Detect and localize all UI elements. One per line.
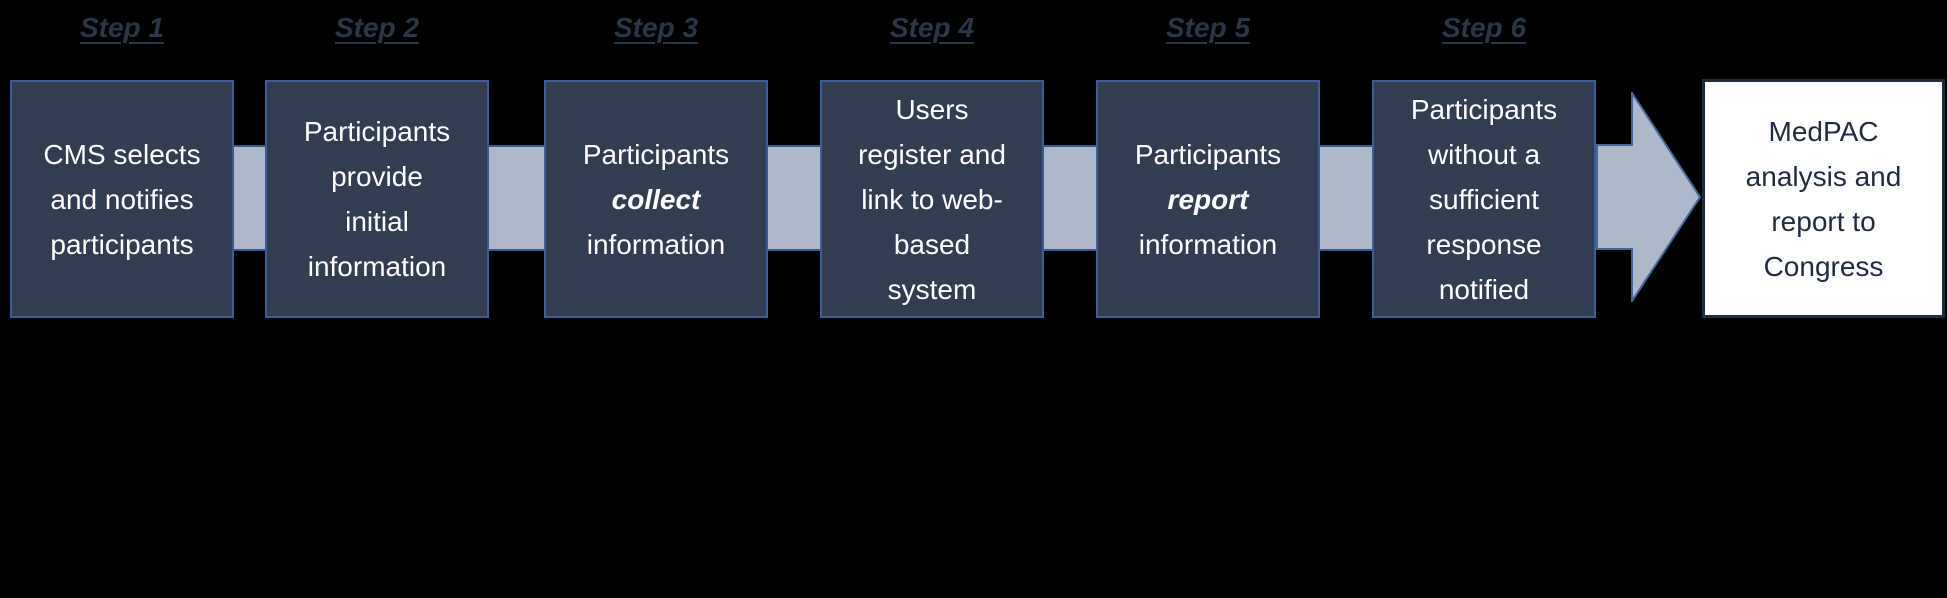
- connector-bar-4: [1042, 145, 1098, 251]
- step-box-text-line: Participants: [1098, 132, 1318, 177]
- step-label-4: Step 4: [889, 12, 975, 43]
- step-box-text-line: register and: [822, 132, 1042, 177]
- step-box-text-segment: provide: [331, 161, 423, 192]
- step-box-text-segment: Participants: [1134, 138, 1282, 170]
- step-label-6: Step 6: [1441, 12, 1527, 43]
- connector-bar-2: [487, 145, 546, 251]
- step-box-text-segment: information: [586, 228, 726, 260]
- step-box-text-line: collect: [546, 177, 766, 222]
- step-box-text-line: Participants: [1374, 87, 1594, 132]
- step-box-text-line: information: [546, 222, 766, 267]
- step-box-text-line: information: [267, 244, 487, 289]
- step-box-text-segment: notified: [1438, 273, 1530, 305]
- step-box-text-line: CMS selects: [12, 132, 232, 177]
- step-box-text-segment: report: [1167, 183, 1249, 215]
- step-box-text-segment: information: [307, 251, 447, 282]
- step-box-text-line: provide: [267, 154, 487, 199]
- step-box-text-segment: collect: [611, 183, 701, 215]
- step-box-text-segment: link to web-: [861, 183, 1003, 215]
- step-box-text-segment: initial: [345, 206, 409, 237]
- right-arrow-icon: [1596, 92, 1702, 302]
- step-box-text-line: Participants: [267, 109, 487, 154]
- step-box-text-line: and notifies: [12, 177, 232, 222]
- step-box-text-segment: participants: [50, 228, 194, 260]
- step-box-text-line: link to web-: [822, 177, 1042, 222]
- connector-bar-5: [1318, 145, 1374, 251]
- step-box-text-line: information: [1098, 222, 1318, 267]
- step-box-text-segment: based: [893, 228, 971, 260]
- step-label-5: Step 5: [1165, 12, 1251, 43]
- step-box-text-segment: without a: [1427, 138, 1541, 170]
- step-box-text-line: based: [822, 222, 1042, 267]
- step-box-text-line: response: [1374, 222, 1594, 267]
- step-box-text-line: participants: [12, 222, 232, 267]
- step-box-text-segment: information: [1138, 228, 1278, 260]
- step-box-text-line: report: [1098, 177, 1318, 222]
- step-box-text-line: without a: [1374, 132, 1594, 177]
- step-box-text-segment: sufficient: [1429, 183, 1539, 215]
- step-box-text-segment: Users: [895, 93, 969, 125]
- step-box-text-line: notified: [1374, 267, 1594, 312]
- step-box-text-line: system: [822, 267, 1042, 312]
- step-label-3: Step 3: [613, 12, 699, 43]
- step-box-6: Participants without a sufficient response n…: [1372, 80, 1596, 318]
- step-box-text-segment: system: [887, 273, 977, 305]
- step-box-3: Participants collect information: [544, 80, 768, 318]
- step-box-text-segment: Participants: [1410, 93, 1558, 125]
- step-box-text-line: initial: [267, 199, 487, 244]
- final-outcome-box: MedPAC analysis and report to Congress: [1702, 79, 1945, 318]
- step-box-text-segment: register and: [858, 138, 1006, 170]
- step-box-text-segment: and notifies: [50, 183, 194, 215]
- step-box-text-line: Participants: [546, 132, 766, 177]
- connector-bar-3: [766, 145, 822, 251]
- step-box-1: CMS selects and notifies participants: [10, 80, 234, 318]
- step-box-text-segment: CMS selects: [43, 138, 201, 170]
- step-label-1: Step 1: [79, 12, 165, 43]
- connector-bar-1: [232, 145, 267, 251]
- step-box-text-line: sufficient: [1374, 177, 1594, 222]
- step-box-2: Participants provide initial information: [265, 80, 489, 318]
- step-box-4: Users register and link to web-based system: [820, 80, 1044, 318]
- step-box-text-segment: Participants: [303, 116, 451, 147]
- step-box-text-segment: response: [1426, 228, 1542, 260]
- step-label-2: Step 2: [334, 12, 420, 43]
- step-box-5: Participants report information: [1096, 80, 1320, 318]
- step-box-text-segment: Participants: [582, 138, 730, 170]
- step-box-text-line: Users: [822, 87, 1042, 132]
